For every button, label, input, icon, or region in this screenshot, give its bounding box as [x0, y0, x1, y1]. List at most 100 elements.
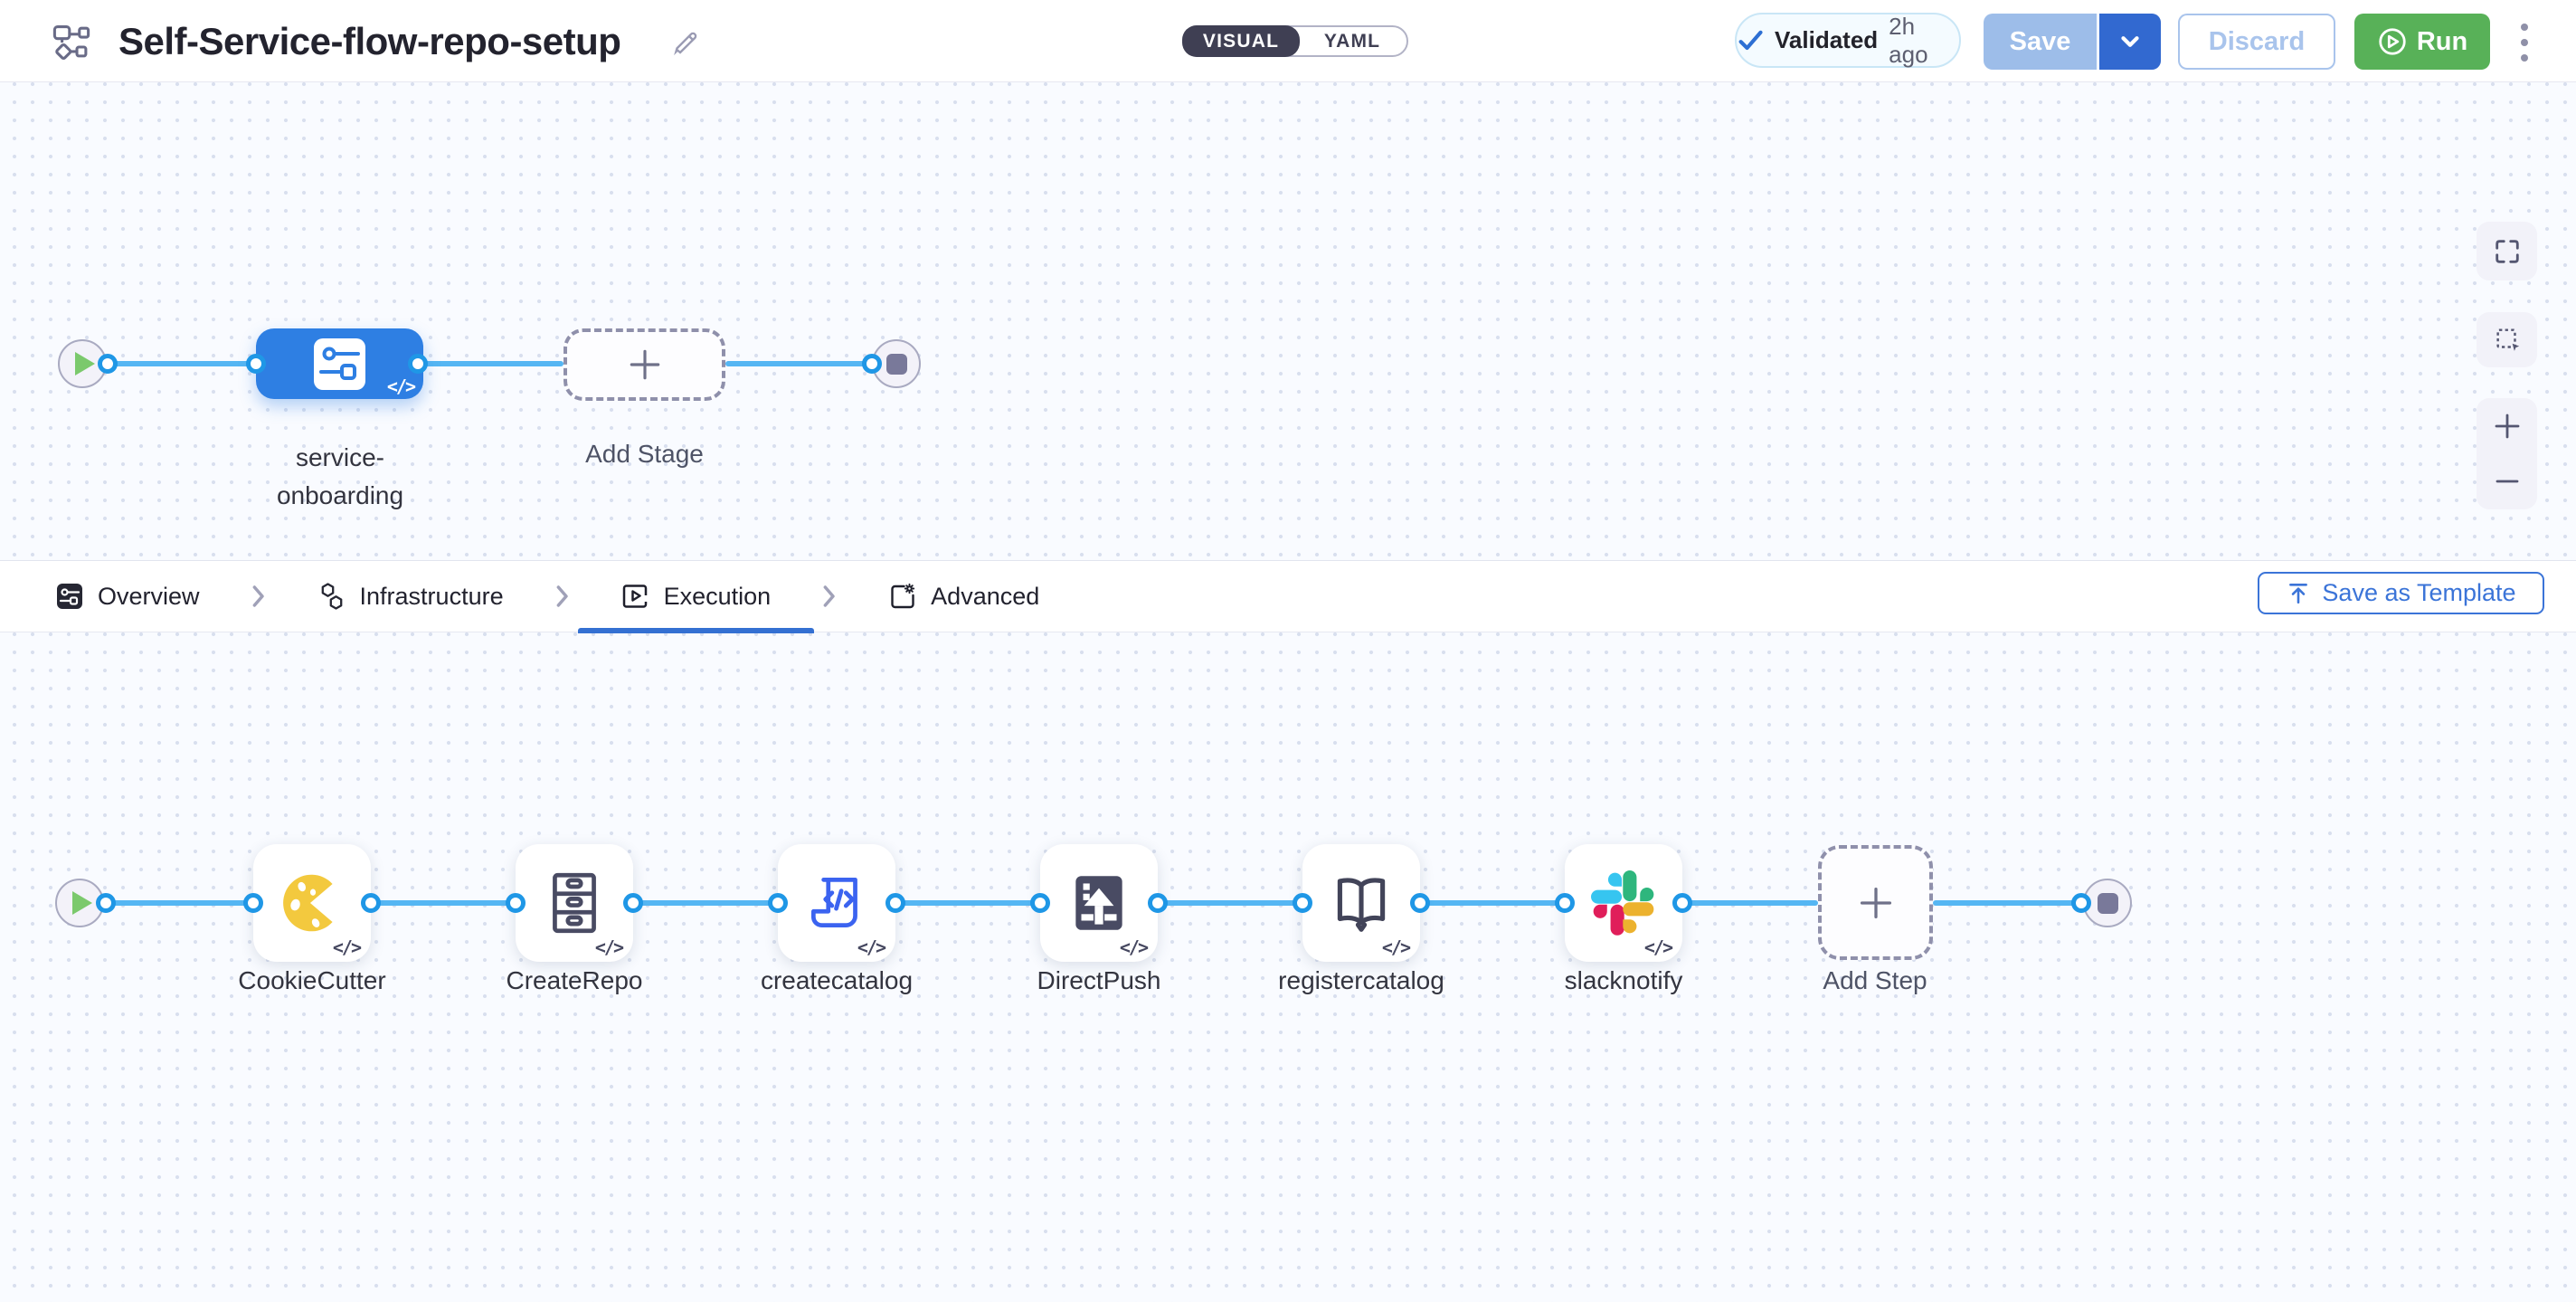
- zoom-controls: [2477, 398, 2537, 509]
- marquee-select-button[interactable]: [2477, 312, 2537, 367]
- stage-node-service-onboarding[interactable]: </>: [256, 328, 423, 399]
- add-step-label: Add Step: [1823, 966, 1927, 994]
- plus-icon: [630, 349, 659, 380]
- code-badge: </>: [386, 375, 416, 397]
- step-node-directpush[interactable]: </>: [1040, 844, 1158, 962]
- discard-button[interactable]: Discard: [2178, 14, 2335, 70]
- in-port: [243, 893, 263, 913]
- tab-execution[interactable]: Execution: [577, 560, 815, 633]
- out-port: [1672, 893, 1692, 913]
- out-port: [98, 354, 118, 374]
- code-badge: </>: [594, 936, 624, 958]
- visual-yaml-toggle: VISUAL YAML: [1182, 25, 1408, 57]
- code-badge: </>: [1381, 936, 1411, 958]
- zoom-out-button[interactable]: [2492, 466, 2523, 497]
- createcatalog-script-icon: [810, 877, 857, 927]
- check-icon: [1737, 27, 1764, 54]
- tab-advanced[interactable]: Advanced: [845, 560, 1083, 632]
- chevron-right-icon: [252, 585, 265, 607]
- stage-canvas[interactable]: </> service- onboarding Add Stage: [0, 82, 2576, 560]
- start-play-icon: [72, 891, 92, 915]
- createrepo-drawers-icon: [553, 872, 596, 934]
- tab-overview[interactable]: Overview: [12, 560, 243, 632]
- step-label: createcatalog: [760, 966, 914, 994]
- stage-tabbar: Overview Infrastructure Execution: [0, 560, 2576, 633]
- plus-icon: [1860, 887, 1891, 918]
- toggle-yaml[interactable]: YAML: [1323, 30, 1381, 52]
- in-port: [1030, 893, 1050, 913]
- chevron-right-icon: [823, 585, 836, 607]
- step-node-slacknotify[interactable]: </>: [1565, 844, 1682, 962]
- out-port: [408, 354, 428, 374]
- start-play-icon: [75, 352, 95, 375]
- step-label: slacknotify: [1564, 966, 1683, 994]
- step-label: DirectPush: [1037, 966, 1161, 994]
- edit-title-icon[interactable]: [671, 25, 702, 56]
- stage-type-icon: [314, 337, 365, 390]
- out-port: [1148, 893, 1168, 913]
- registercatalog-book-icon: [1337, 878, 1386, 932]
- connector-line: [633, 900, 778, 906]
- in-port: [1555, 893, 1575, 913]
- stop-icon: [2097, 892, 2118, 914]
- save-button[interactable]: Save: [2009, 26, 2071, 56]
- in-port: [246, 354, 266, 374]
- connector-line: [106, 900, 253, 906]
- run-label: Run: [2416, 26, 2468, 56]
- connector-line: [895, 900, 1040, 906]
- step-node-registercatalog[interactable]: </>: [1302, 844, 1420, 962]
- out-port: [361, 893, 381, 913]
- more-options-button[interactable]: [2513, 18, 2536, 67]
- connector-line: [418, 361, 564, 366]
- connector-line: [1933, 900, 2081, 906]
- validated-badge[interactable]: Validated 2h ago: [1735, 13, 1961, 68]
- chevron-right-icon: [556, 585, 569, 607]
- code-badge: </>: [1119, 936, 1149, 958]
- page-title: Self-Service-flow-repo-setup: [118, 20, 621, 62]
- marquee-select-icon: [2496, 328, 2519, 351]
- step-node-createrepo[interactable]: </>: [516, 844, 633, 962]
- out-port: [96, 893, 116, 913]
- fullscreen-icon: [2495, 239, 2519, 263]
- step-label: registercatalog: [1278, 966, 1444, 994]
- step-label: CreateRepo: [506, 966, 643, 994]
- out-port: [623, 893, 643, 913]
- upload-icon: [2289, 583, 2308, 603]
- connector-line: [108, 361, 256, 366]
- in-port: [862, 354, 882, 374]
- run-button[interactable]: Run: [2354, 14, 2490, 70]
- stop-icon: [886, 353, 907, 375]
- zoom-in-button[interactable]: [2492, 411, 2523, 442]
- step-node-cookiecutter[interactable]: </>: [253, 844, 371, 962]
- in-port: [2071, 893, 2091, 913]
- save-split-button: Save: [1984, 14, 2161, 70]
- fullscreen-button[interactable]: [2477, 222, 2537, 280]
- directpush-icon: [1075, 876, 1122, 930]
- connector-line: [725, 361, 872, 366]
- add-stage-label: Add Stage: [585, 440, 704, 468]
- validated-time: 2h ago: [1889, 12, 1928, 68]
- connector-line: [1158, 900, 1302, 906]
- in-port: [506, 893, 526, 913]
- step-node-createcatalog[interactable]: </>: [778, 844, 895, 962]
- connector-line: [371, 900, 516, 906]
- out-port: [886, 893, 905, 913]
- stage-label: service- onboarding: [276, 443, 404, 509]
- tab-infrastructure[interactable]: Infrastructure: [274, 560, 547, 632]
- add-step-button[interactable]: [1818, 845, 1933, 960]
- cookiecutter-icon: [283, 874, 333, 932]
- out-port: [1410, 893, 1430, 913]
- run-play-icon: [2377, 26, 2408, 57]
- execution-canvas[interactable]: </> </> </>: [0, 632, 2576, 1302]
- save-as-template-button[interactable]: Save as Template: [2258, 572, 2544, 614]
- save-divider: [2097, 14, 2099, 70]
- add-stage-button[interactable]: [564, 328, 725, 401]
- connector-line: [1682, 900, 1818, 906]
- step-label: CookieCutter: [238, 966, 386, 994]
- in-port: [768, 893, 788, 913]
- save-dropdown-button[interactable]: [2099, 14, 2161, 70]
- overview-icon: [57, 584, 82, 609]
- code-badge: </>: [1643, 936, 1673, 958]
- toggle-visual[interactable]: VISUAL: [1182, 25, 1300, 57]
